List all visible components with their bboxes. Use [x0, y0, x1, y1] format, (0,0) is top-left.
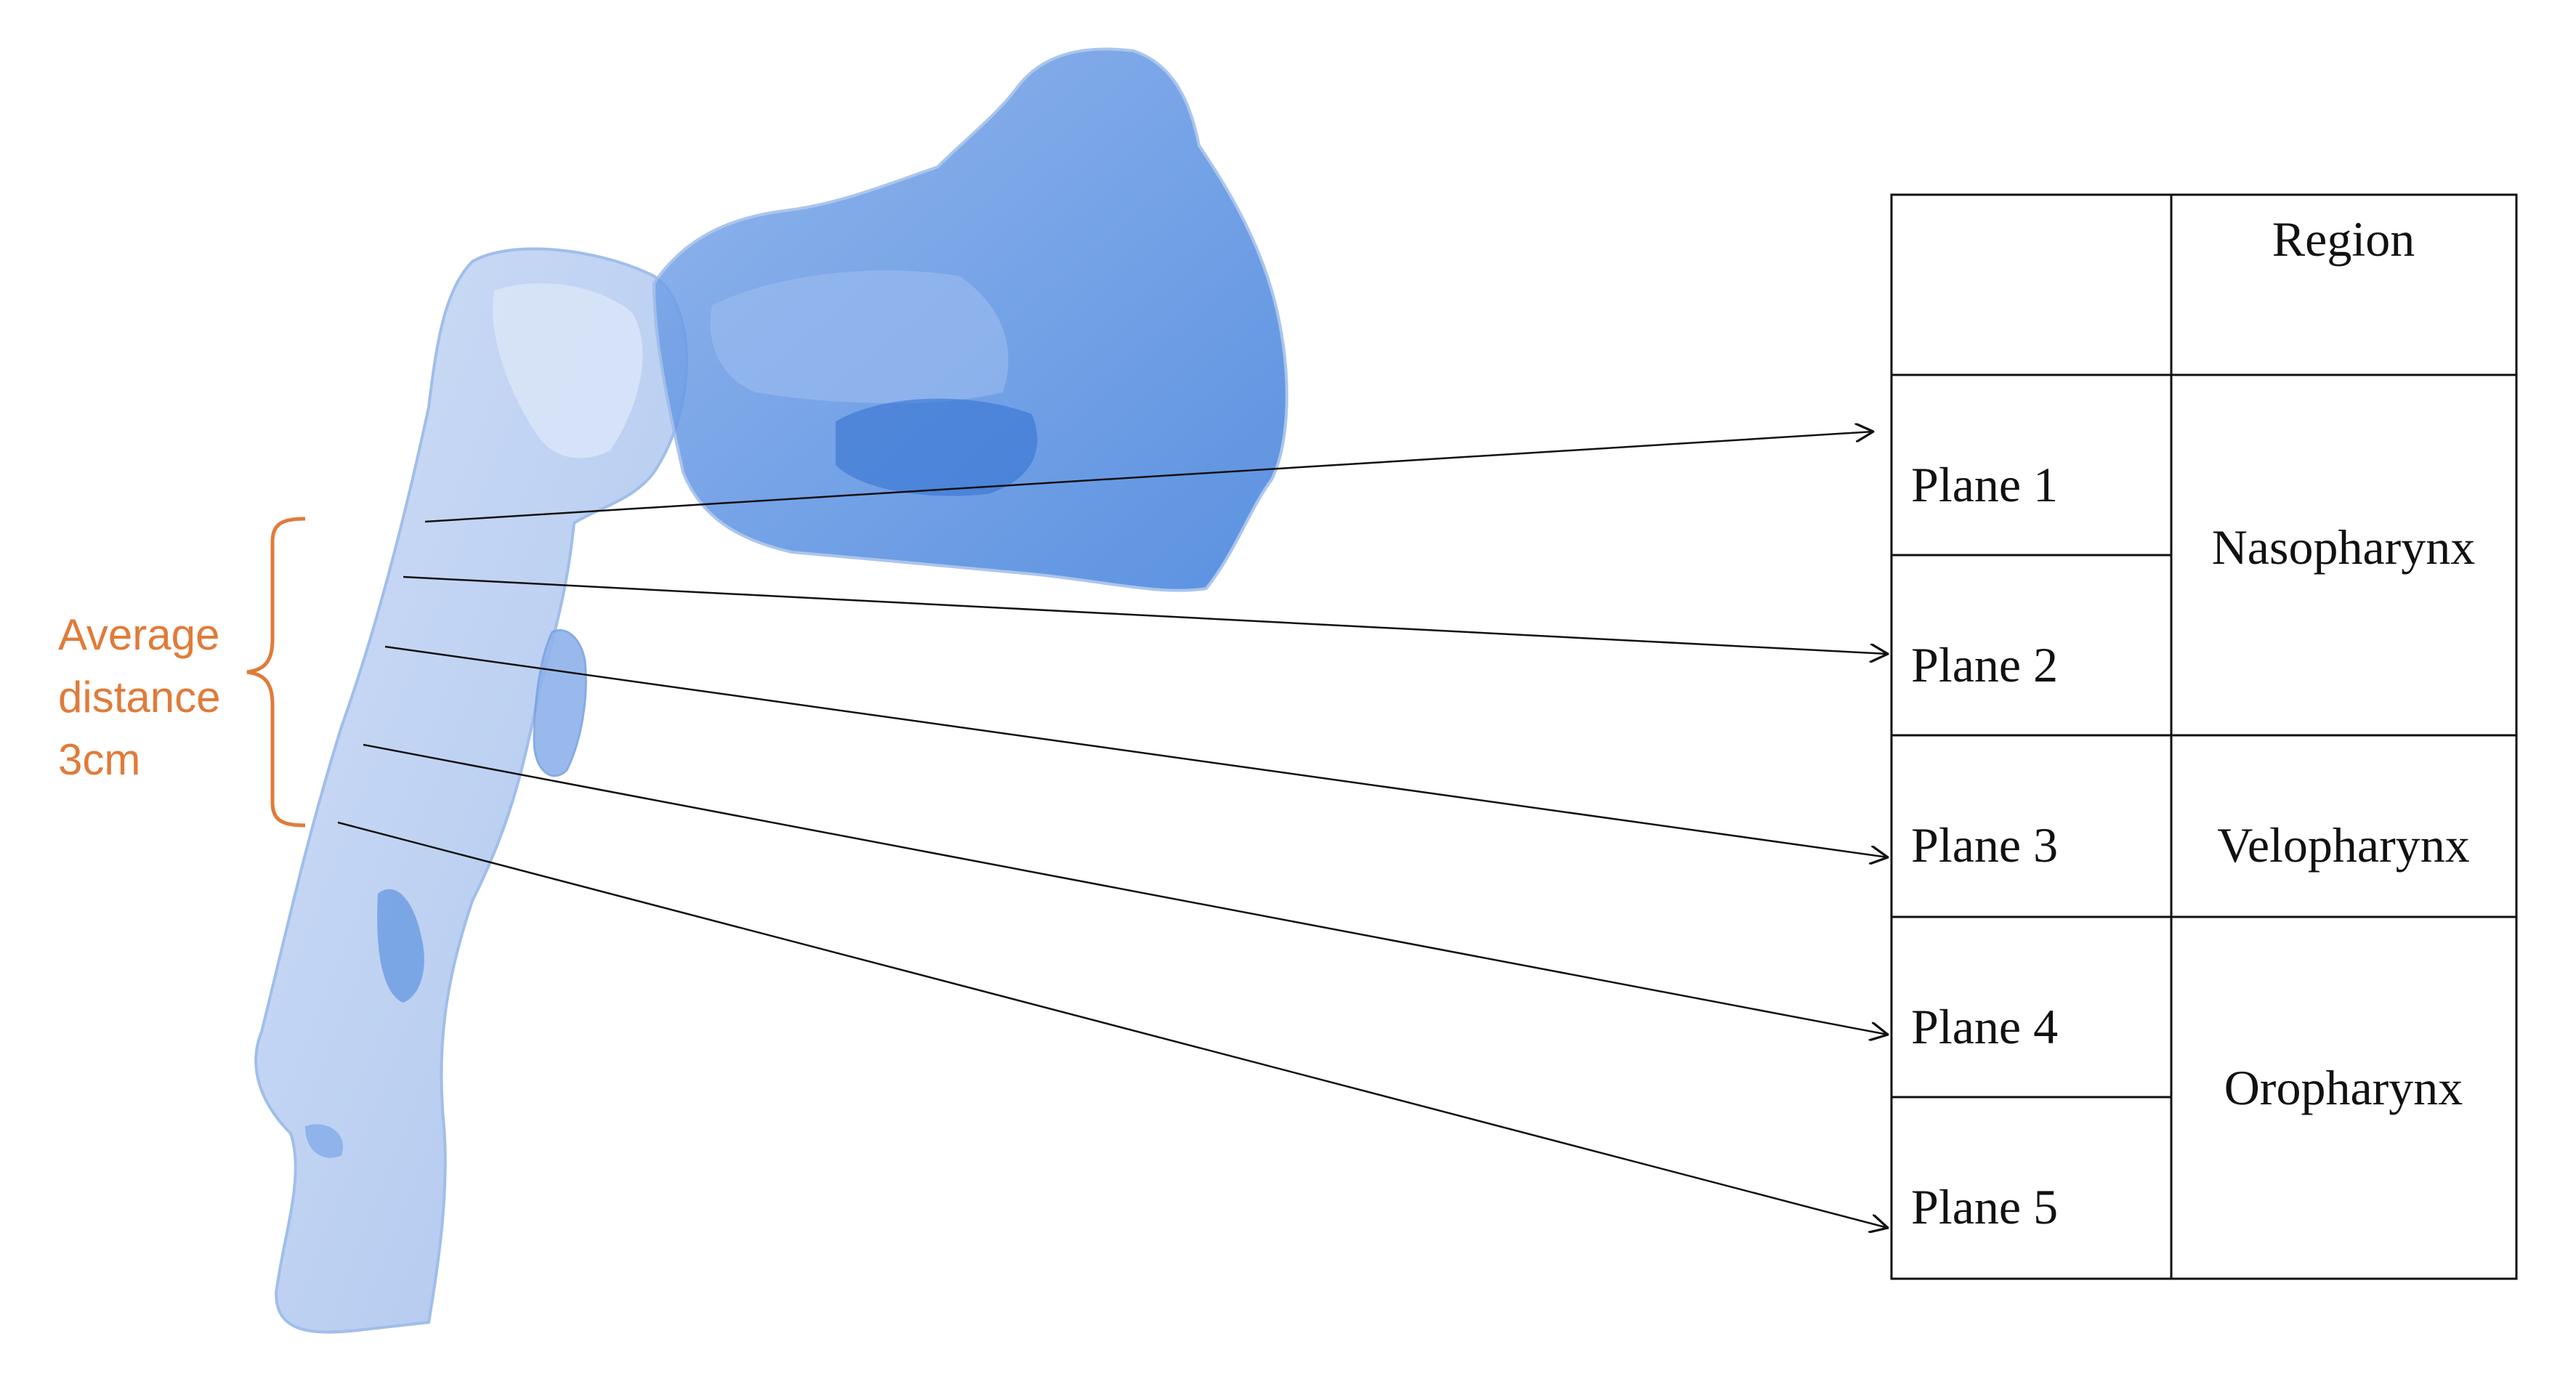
nasal-highlight — [710, 270, 1009, 403]
plane-4-line — [363, 743, 1888, 1035]
plane-1-line — [424, 475, 1150, 523]
table-text: Region Plane 1 Plane 2 Plane 3 Plane 4 P… — [1911, 211, 2475, 1234]
region-table — [1890, 193, 2518, 1280]
velum-shape — [533, 628, 587, 777]
table-row-plane-5: Plane 5 — [1911, 1179, 2058, 1234]
plane-lines — [337, 432, 1888, 1228]
plane-2-line — [403, 575, 1888, 654]
pharynx-shape — [254, 247, 688, 1334]
table-region-oropharynx: Oropharynx — [2224, 1060, 2463, 1115]
table-row-plane-2: Plane 2 — [1911, 637, 2058, 692]
table-region-nasopharynx: Nasopharynx — [2212, 519, 2476, 575]
table-row-plane-1: Plane 1 — [1911, 457, 2058, 512]
distance-annotation: Average distance 3cm — [58, 517, 306, 828]
table-outer-border — [1890, 193, 2518, 1280]
table-row-plane-3: Plane 3 — [1911, 817, 2058, 873]
pharynx-upper-arch — [493, 283, 643, 458]
airway-model — [254, 47, 1288, 1334]
table-region-velopharynx: Velopharynx — [2217, 817, 2469, 873]
plane-5-line — [337, 821, 1888, 1228]
annotation-line-1: Average — [58, 610, 219, 659]
table-header-region: Region — [2272, 211, 2415, 267]
plane-3-line — [384, 645, 1888, 857]
annotation-line-3: 3cm — [58, 735, 140, 784]
pharynx-lower-patch — [305, 1124, 343, 1158]
pharynx-side-patch — [377, 889, 424, 1003]
nasal-pocket — [836, 398, 1038, 496]
table-row-plane-4: Plane 4 — [1911, 999, 2058, 1054]
curly-brace — [246, 517, 306, 828]
annotation-line-2: distance — [58, 673, 220, 721]
plane-1-arrow — [1149, 432, 1873, 478]
